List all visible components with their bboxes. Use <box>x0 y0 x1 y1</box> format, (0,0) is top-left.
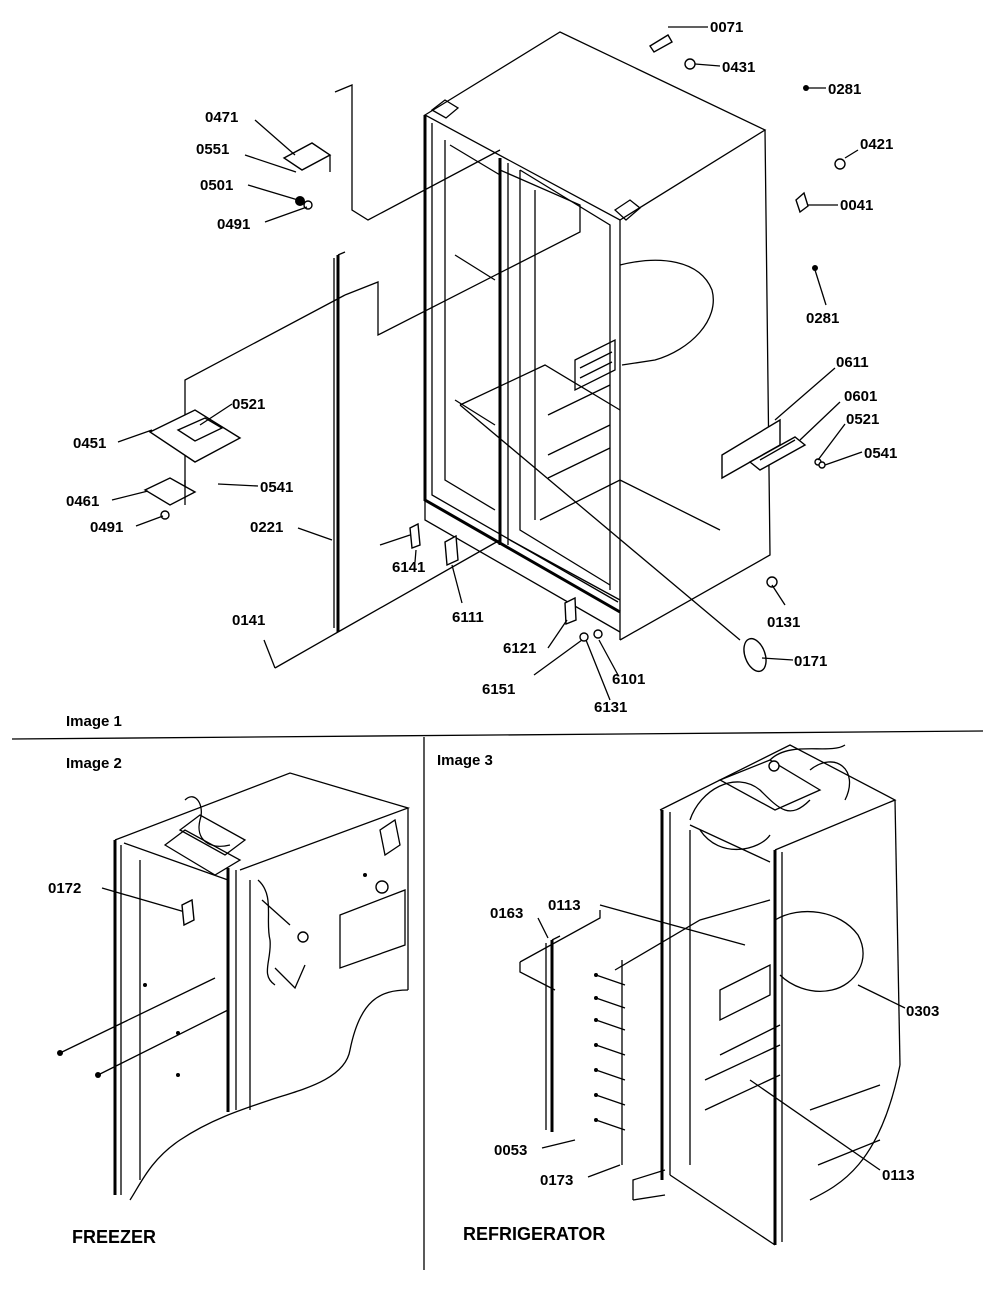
callout-0431: 0431 <box>722 59 755 76</box>
callout-0173: 0173 <box>540 1172 573 1189</box>
callout-0113-upper: 0113 <box>548 897 581 914</box>
callout-6151: 6151 <box>482 681 515 698</box>
callout-0471: 0471 <box>205 109 238 126</box>
freezer-title: FREEZER <box>72 1227 156 1247</box>
callout-0501: 0501 <box>200 177 233 194</box>
callout-0611: 0611 <box>836 354 869 371</box>
callout-0172: 0172 <box>48 880 81 897</box>
callout-0281-side: 0281 <box>806 310 839 327</box>
callout-0451: 0451 <box>73 435 106 452</box>
callout-0601: 0601 <box>844 388 877 405</box>
refrigerator-title: REFRIGERATOR <box>463 1224 605 1244</box>
callout-0551: 0551 <box>196 141 229 158</box>
callout-0221: 0221 <box>250 519 283 536</box>
callout-0041: 0041 <box>840 197 873 214</box>
image2-panel: Image 2 0172 FREE <box>48 755 411 1247</box>
image2-caption: Image 2 <box>66 755 122 772</box>
callout-0141: 0141 <box>232 612 265 629</box>
callout-0541-left: 0541 <box>260 479 293 496</box>
image3-caption: Image 3 <box>437 752 493 769</box>
image3-panel: Image 3 <box>437 744 939 1246</box>
image1-panel: 0071 0431 0281 0421 0041 0281 0611 0601 … <box>66 19 897 730</box>
panel-divider-horizontal <box>11 730 984 740</box>
image1-caption: Image 1 <box>66 713 122 730</box>
callout-0491-top: 0491 <box>217 216 250 233</box>
callout-6101: 6101 <box>612 671 645 688</box>
callout-0421: 0421 <box>860 136 893 153</box>
callout-0053: 0053 <box>494 1142 527 1159</box>
callout-0491-bottom: 0491 <box>90 519 123 536</box>
callout-0541-right: 0541 <box>864 445 897 462</box>
callout-0131: 0131 <box>767 614 800 631</box>
callout-0521-right: 0521 <box>846 411 879 428</box>
callout-6141: 6141 <box>392 559 425 576</box>
callout-6131: 6131 <box>594 699 627 716</box>
callout-0303: 0303 <box>906 1003 939 1020</box>
callout-0071: 0071 <box>710 19 743 36</box>
callout-6111: 6111 <box>452 609 484 626</box>
callout-0461: 0461 <box>66 493 99 510</box>
callout-0113-lower: 0113 <box>882 1167 915 1184</box>
callout-0281-top: 0281 <box>828 81 861 98</box>
callout-0521-left: 0521 <box>232 396 265 413</box>
callout-0171: 0171 <box>794 653 827 670</box>
callout-0163: 0163 <box>490 905 523 922</box>
callout-6121: 6121 <box>503 640 536 657</box>
